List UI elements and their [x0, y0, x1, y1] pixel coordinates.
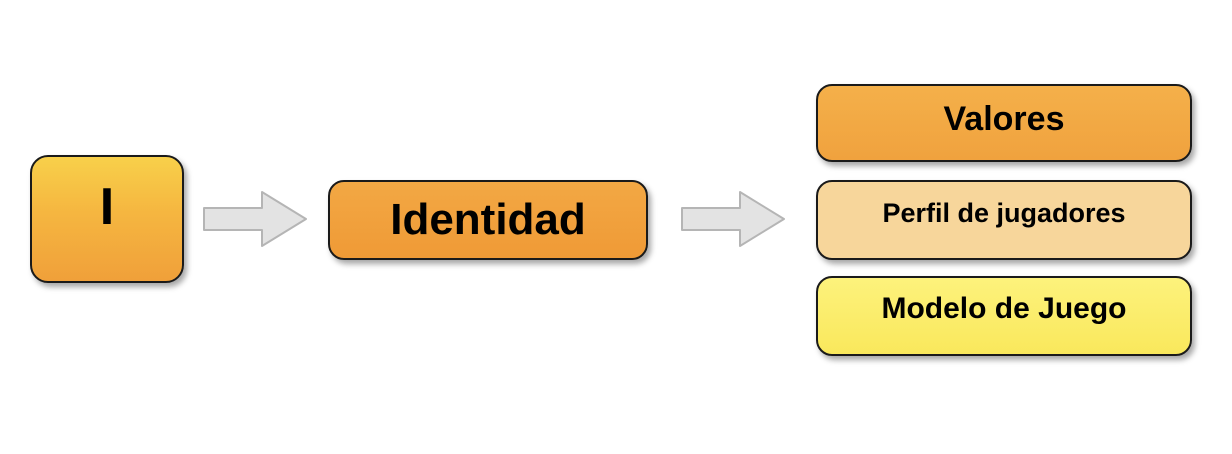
root-node-label: I	[99, 178, 115, 236]
identity-node-label: Identidad	[390, 195, 586, 244]
output-node-perfil: Perfil de jugadores	[816, 180, 1192, 260]
output-node-valores: Valores	[816, 84, 1192, 162]
arrow-right-icon	[203, 191, 307, 247]
identity-node: Identidad	[328, 180, 648, 260]
output-node-label: Modelo de Juego	[881, 292, 1127, 325]
arrow-right-icon	[681, 191, 785, 247]
root-node: I	[30, 155, 184, 283]
output-node-label: Valores	[943, 99, 1065, 138]
output-node-label: Perfil de jugadores	[882, 197, 1126, 228]
output-node-modelo: Modelo de Juego	[816, 276, 1192, 356]
